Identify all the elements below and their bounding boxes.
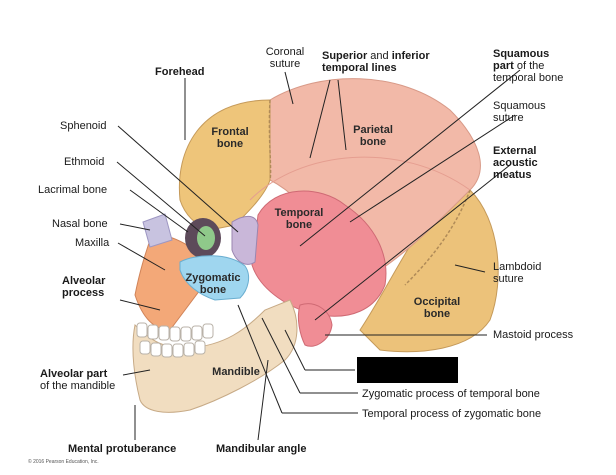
maxilla-region [134,235,201,331]
label-nasal-bone: Nasal bone [52,218,108,230]
occipital-bone-region [359,189,499,353]
copyright: © 2016 Pearson Education, Inc. [28,459,99,465]
label-temporal-lines: temporal lines [322,62,397,74]
mastoid-region [297,303,333,347]
nasal-bone-region [142,213,173,248]
label-superior-inferior: Superior and inferior [322,50,430,62]
zygomatic-bone-region [179,255,250,301]
label-mental-protuberance: Mental protuberance [68,443,177,455]
leader-lines [116,69,521,441]
label-lambdoid-suture: Lambdoid suture [493,261,542,285]
lambdoid-suture-line [404,189,471,286]
label-external-acoustic-meatus: External acoustic meatus [493,145,538,181]
label-squamous-suture: Squamous suture [493,100,546,124]
frontal-bone-region [178,99,271,231]
label-temporal-bone: Temporal bone [274,207,324,231]
label-occipital-bone: Occipital bone [413,296,461,320]
label-lacrimal-bone: Lacrimal bone [38,184,108,196]
teeth [136,322,214,358]
label-mandibular-angle: Mandibular angle [216,443,307,455]
label-zygomatic-bone: Zygomatic bone [185,272,241,296]
label-ethmoid: Ethmoid [64,156,105,168]
label-frontal-bone: Frontal bone [211,126,249,150]
label-forehead: Forehead [155,66,205,78]
sphenoid-region [231,215,259,265]
label-parietal-bone: Parietal bone [353,124,393,148]
ethmoid-region [197,226,215,250]
coronal-suture-line [268,99,272,181]
label-temporal-process-zygomatic: Temporal process of zygomatic bone [362,408,542,420]
label-alveolar-process: Alveolar process [62,275,106,299]
temporal-lines [249,156,471,201]
label-mandible: Mandible [212,366,260,378]
label-maxilla: Maxilla [75,237,110,249]
redaction-box [357,357,458,383]
label-mastoid-process: Mastoid process [493,329,574,341]
label-zygomatic-process-temporal: Zygomatic process of temporal bone [362,388,540,400]
label-sphenoid: Sphenoid [60,120,107,132]
label-coronal-suture: Coronal suture [265,46,305,70]
